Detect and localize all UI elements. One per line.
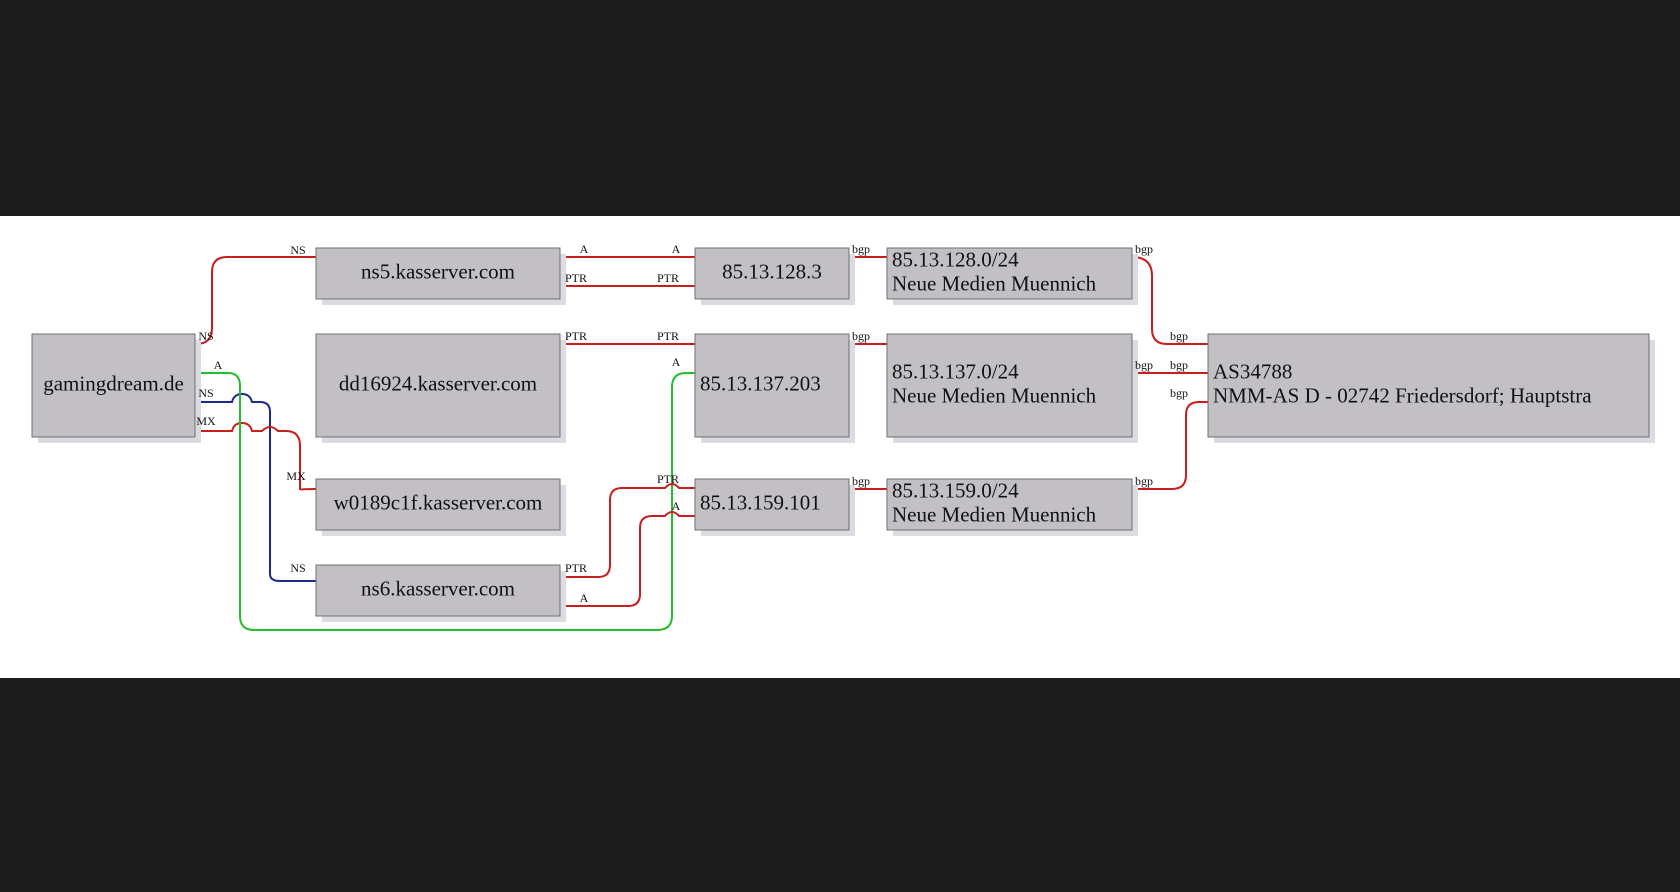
- e-as-128: [1131, 256, 1208, 345]
- e-ns5-ns: [195, 256, 316, 345]
- node-box: [1207, 333, 1650, 438]
- node-box: [694, 333, 850, 438]
- e-as-159-dst-label: bgp: [1170, 386, 1188, 400]
- node-label-net159-1: Neue Medien Muennich: [892, 503, 1097, 527]
- e-a-gaming-dst-label: A: [672, 355, 681, 369]
- node-label-ip128-0: 85.13.128.3: [722, 260, 822, 284]
- node-box: [886, 247, 1133, 300]
- e-ns6-ns: [196, 392, 316, 582]
- e-as-159: [1132, 401, 1208, 490]
- e-ns6-a-dst-label: A: [672, 499, 681, 513]
- e-dd-ptr-dst-label: PTR: [657, 329, 679, 343]
- node-ns6: ns6.kasserver.com: [315, 564, 566, 622]
- e-as-128-dst-label: bgp: [1170, 329, 1188, 343]
- node-label-net137-1: Neue Medien Muennich: [892, 384, 1097, 408]
- node-label-net128-1: Neue Medien Muennich: [892, 272, 1097, 296]
- node-label-ns6-0: ns6.kasserver.com: [361, 577, 515, 601]
- e-as-137-src-label: bgp: [1135, 358, 1153, 372]
- e-a-gaming-src-label: A: [214, 358, 223, 372]
- e-bgp-137-src-label: bgp: [852, 329, 870, 343]
- e-as-128-src-label: bgp: [1135, 242, 1153, 256]
- e-mx-dst-label: MX: [286, 469, 306, 483]
- e-dd-ptr-src-label: PTR: [565, 329, 587, 343]
- e-a-gaming: [196, 372, 695, 631]
- e-ns5-ptr-dst-label: PTR: [657, 271, 679, 285]
- node-box: [315, 247, 561, 300]
- node-label-dd16924-0: dd16924.kasserver.com: [339, 372, 537, 396]
- node-dd16924: dd16924.kasserver.com: [315, 333, 566, 443]
- node-label-ip137-0: 85.13.137.203: [700, 372, 821, 396]
- e-as-137-dst-label: bgp: [1170, 358, 1188, 372]
- e-ns6-a-src-label: A: [580, 591, 589, 605]
- node-label-as34788-0: AS34788: [1213, 360, 1292, 384]
- node-label-w0189c1f-0: w0189c1f.kasserver.com: [334, 491, 543, 515]
- e-ns6-ns-dst-label: NS: [290, 561, 305, 575]
- node-box: [31, 333, 196, 438]
- e-ns5-ptr-src-label: PTR: [565, 271, 587, 285]
- node-label-as34788-1: NMM-AS D - 02742 Friedersdorf; Hauptstra: [1213, 384, 1592, 408]
- node-box: [315, 478, 561, 531]
- node-box: [886, 478, 1133, 531]
- e-as-159-src-label: bgp: [1135, 474, 1153, 488]
- e-ns6-a: [560, 511, 695, 607]
- node-layer: gamingdream.de ns5.kasserver.com dd16924.k…: [31, 247, 1655, 622]
- node-ip128: 85.13.128.3: [694, 247, 855, 305]
- diagram-canvas: gamingdream.de ns5.kasserver.com dd16924.k…: [0, 216, 1680, 678]
- dns-diagram: gamingdream.de ns5.kasserver.com dd16924.k…: [31, 242, 1655, 631]
- node-label-gamingdream-0: gamingdream.de: [43, 372, 184, 396]
- node-label-ns5-0: ns5.kasserver.com: [361, 260, 515, 284]
- node-box: [886, 333, 1133, 438]
- e-ns5-ns-dst-label: NS: [290, 243, 305, 257]
- node-box: [315, 333, 561, 438]
- e-mx-src-label: MX: [196, 414, 216, 428]
- node-ip137: 85.13.137.203: [694, 333, 855, 443]
- e-ns6-ptr-src-label: PTR: [565, 561, 587, 575]
- e-bgp-128-src-label: bgp: [852, 242, 870, 256]
- node-gamingdream: gamingdream.de: [31, 333, 201, 443]
- node-w0189c1f: w0189c1f.kasserver.com: [315, 478, 566, 536]
- e-ns5-ns-src-label: NS: [198, 329, 213, 343]
- e-ns6-ptr-dst-label: PTR: [657, 472, 679, 486]
- e-ns5-a-dst-label: A: [672, 242, 681, 256]
- e-ns5-a-src-label: A: [580, 242, 589, 256]
- node-label-net137-0: 85.13.137.0/24: [892, 360, 1019, 384]
- node-ns5: ns5.kasserver.com: [315, 247, 566, 305]
- edge-layer: [195, 256, 1208, 631]
- node-label-ip159-0: 85.13.159.101: [700, 491, 821, 515]
- node-label-net128-0: 85.13.128.0/24: [892, 248, 1019, 272]
- node-ip159: 85.13.159.101: [694, 478, 855, 536]
- node-label-net159-0: 85.13.159.0/24: [892, 479, 1019, 503]
- node-box: [315, 564, 561, 617]
- e-ns6-ptr: [560, 483, 695, 578]
- node-box: [694, 247, 850, 300]
- e-ns6-ns-src-label: NS: [198, 386, 213, 400]
- e-bgp-159-src-label: bgp: [852, 474, 870, 488]
- node-box: [694, 478, 850, 531]
